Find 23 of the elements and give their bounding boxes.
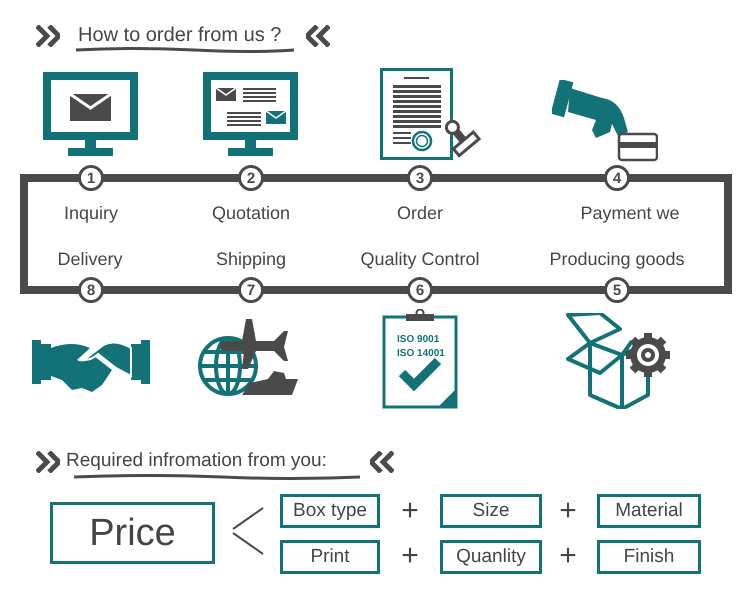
step-label: Order: [397, 202, 443, 225]
step-label: Shipping: [216, 248, 286, 271]
requirement-box: Material: [597, 494, 701, 528]
step-label: Inquiry: [64, 202, 118, 225]
plus-sign: +: [559, 496, 577, 526]
step-label: Quotation: [212, 202, 290, 225]
price-box: Price: [50, 502, 215, 564]
step-label: Payment we: [580, 202, 680, 225]
plus-sign: +: [401, 496, 419, 526]
certificate-text: ISO 9001: [397, 333, 440, 347]
plus-sign: +: [401, 541, 419, 571]
requirement-box: Size: [440, 494, 542, 528]
certificate-text: ISO 14001: [397, 347, 445, 361]
requirement-box: Print: [280, 540, 380, 574]
step-label: Delivery: [58, 248, 122, 271]
step-label: Producing goods: [549, 248, 685, 271]
section-heading: Required infromation from you:: [66, 449, 327, 473]
requirement-box: Box type: [280, 494, 380, 528]
step-label: Quality Control: [360, 248, 480, 271]
requirement-box: Quanlity: [440, 540, 542, 574]
requirement-box: Finish: [597, 540, 701, 574]
plus-sign: +: [559, 541, 577, 571]
title: How to order from us ?: [78, 23, 282, 47]
